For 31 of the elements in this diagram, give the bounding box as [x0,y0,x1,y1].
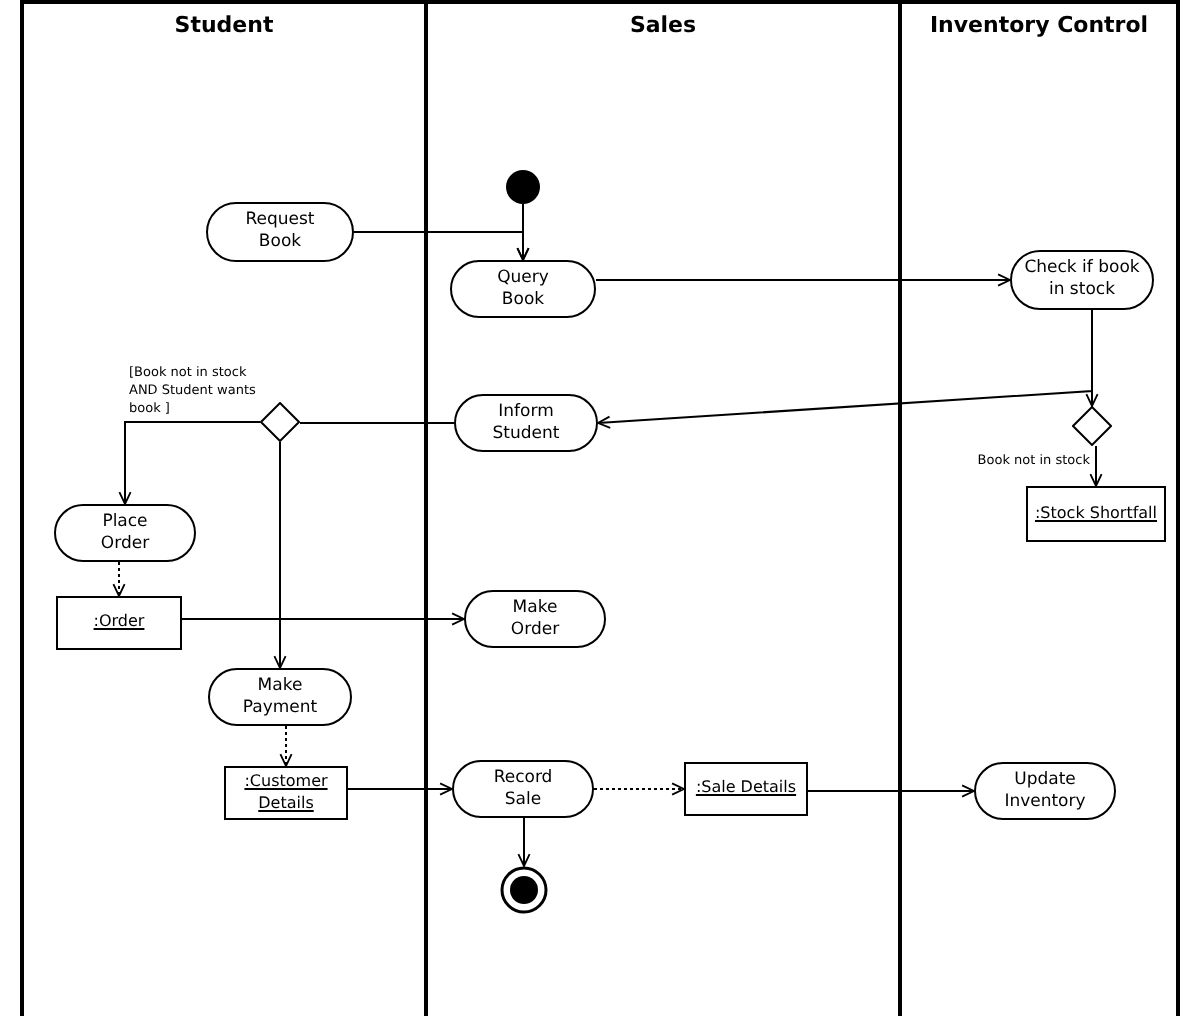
object-node: :Sale Details [684,762,808,816]
arrow [279,725,293,767]
arrow [353,231,530,261]
action-node: Make Payment [208,668,352,726]
arrow [181,612,465,626]
action-node: Query Book [450,260,596,318]
action-node: Update Inventory [974,762,1116,820]
action-node: Record Sale [452,760,594,818]
swimlane [424,0,898,1016]
arrow [807,784,975,798]
action-node: Make Order [464,590,606,648]
arrow [118,421,261,505]
arrow [1089,445,1103,487]
action-node: Request Book [206,202,354,262]
arrow [593,782,685,796]
arrow [273,441,287,669]
lane-heading: Sales [627,12,699,38]
object-node: :Customer Details [224,766,348,820]
action-node: Check if book in stock [1010,250,1154,310]
object-node: :Stock Shortfall [1026,486,1166,542]
object-node: :Order [56,596,182,650]
arrow [597,309,1093,429]
arrow [517,817,531,867]
arrow [347,782,453,796]
lane-heading: Inventory Control [927,12,1151,38]
action-node: Place Order [54,504,196,562]
arrow [595,273,1011,287]
lane-heading: Student [172,12,276,38]
swimlane [898,0,1180,1016]
action-node: Inform Student [454,394,598,452]
arrow [112,561,126,597]
